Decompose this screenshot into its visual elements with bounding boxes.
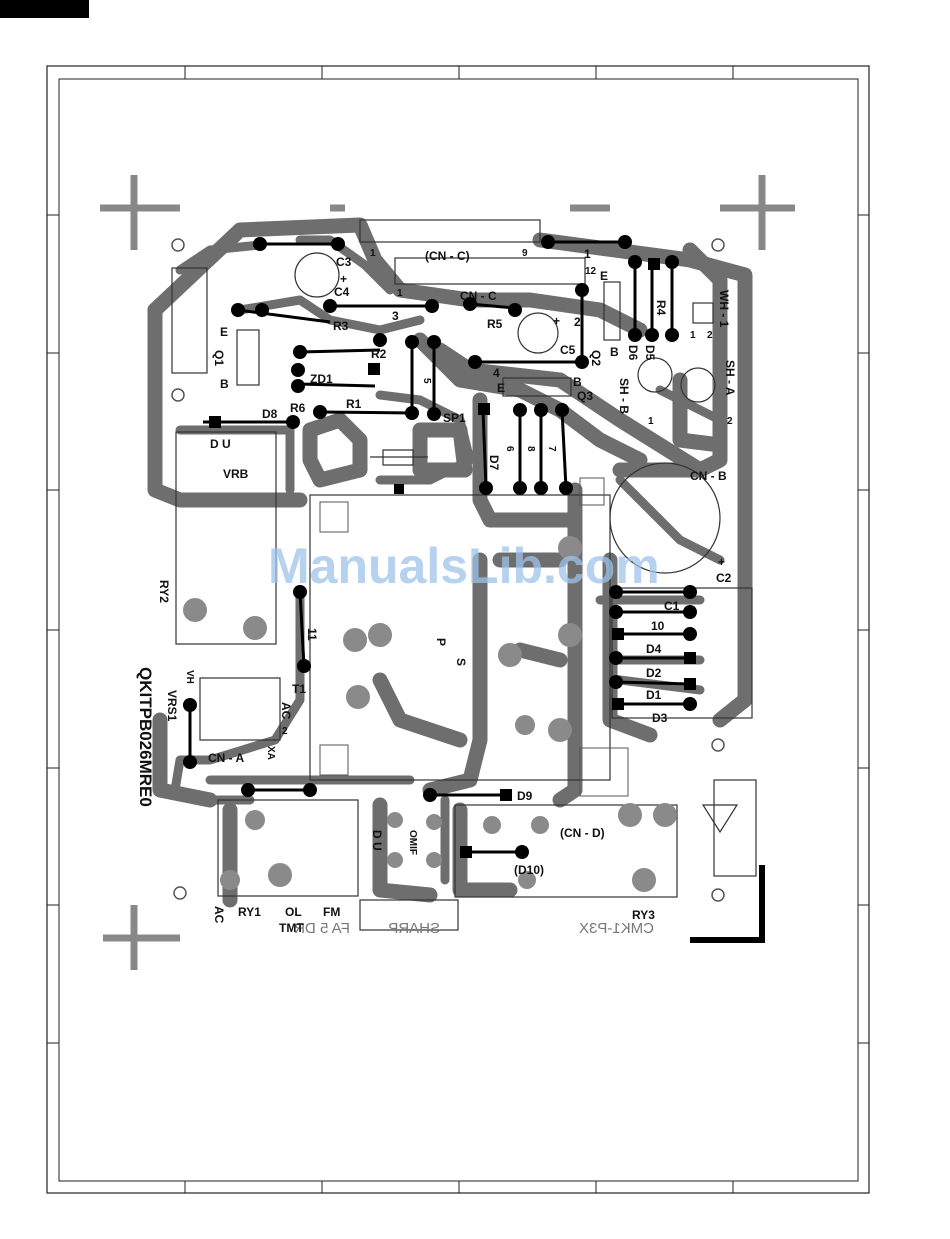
label-d2: D2 [646,666,662,680]
mirror-text-right: CMK1-P3X [579,920,654,937]
label-sh-b: SH - B [617,378,631,414]
label-vh: VH [184,670,195,684]
label-e-q2: E [600,269,608,283]
label-d7: D7 [487,455,501,471]
label-wh1-pin2: 2 [707,330,713,341]
label-r2: R2 [371,347,387,361]
label-r5: R5 [487,317,503,331]
label-b-q3: B [573,375,582,389]
label-r4: R4 [654,300,668,316]
label-c2-plus: + [718,555,725,569]
label-cn-c2: CN - C [460,289,497,303]
label-c4: C4 [334,285,350,299]
label-pin6: 6 [504,446,515,452]
label-pin8: 8 [525,446,536,452]
component-labels: (CN - C) 1 9 1 12 1 C3 + C4 CN - C R5 C5… [157,247,737,935]
label-e-q1: E [220,325,228,339]
label-q1: Q1 [212,350,226,366]
label-q3: Q3 [577,389,593,403]
label-vrs1: VRS1 [165,690,179,722]
large-pads [183,536,677,892]
label-d6: D6 [626,345,640,361]
label-r3: R3 [333,319,349,333]
label-pin3: 3 [392,309,399,323]
label-sh-a: SH - A [723,360,737,396]
label-ac: AC [212,906,226,924]
label-cn-b: CN - B [690,469,727,483]
solder-pads [183,235,697,859]
label-wh1: WH - 1 [717,290,731,328]
label-cn-c-pin1b: 1 [584,247,591,261]
label-zd1: ZD1 [310,372,333,386]
label-ac-t1: AC [279,702,293,720]
label-xa: XA [265,746,276,760]
crop-marks [100,175,795,970]
label-sp1: SP1 [443,411,466,425]
label-d-u: D U [210,437,231,451]
label-d-u2: D U [370,830,384,851]
mirror-text-center: SHARP [388,920,440,937]
label-d3: D3 [652,711,668,725]
label-d10: (D10) [514,863,544,877]
label-pin2: 2 [574,315,581,329]
board-code: QKITPB026MRE0 [136,667,155,807]
label-pin7: 7 [546,446,557,452]
drawing-frame [46,65,870,1194]
label-omif: OMIF [407,830,418,855]
label-cn-c-pin1c: 1 [397,288,403,299]
mounting-holes [171,238,725,902]
component-outlines [171,219,757,931]
label-wh1-pin1: 1 [690,330,696,341]
label-c2: C2 [716,571,732,585]
label-pin5: 5 [421,378,432,384]
label-r6: R6 [290,401,306,415]
label-d5: D5 [643,345,657,361]
mirror-text-left: FA 5 DR [294,920,350,937]
watermark: ManualsLib.com [268,538,660,594]
label-b-q1: B [220,377,229,391]
label-j10: 10 [651,619,665,633]
label-cn-d: (CN - D) [560,826,605,840]
label-c1: C1 [664,599,680,613]
label-ry2: RY2 [157,580,171,603]
label-d4: D4 [646,642,662,656]
label-p: P [434,638,448,646]
label-vrb: VRB [223,467,249,481]
label-c3-plus: + [340,272,347,286]
copper-traces [147,217,753,908]
label-d8: D8 [262,407,278,421]
label-ry1: RY1 [238,905,261,919]
label-b-q2: B [610,345,619,359]
label-cn-c-pin9: 9 [522,248,528,259]
label-r1: R1 [346,397,362,411]
label-c3: C3 [336,255,352,269]
label-d9: D9 [517,789,533,803]
label-c5-plus: + [553,314,560,328]
label-cn-c-pin1: 1 [370,248,376,259]
label-sh-pin2: 2 [727,416,733,427]
label-ac2: 2 [282,726,288,737]
label-c5: C5 [560,343,576,357]
label-t1: T1 [292,682,306,696]
label-cn-c-pin12: 12 [585,266,597,277]
label-cn-c: (CN - C) [425,249,470,263]
corner-bracket [690,865,765,943]
label-tmt: TMT [279,921,304,935]
label-d1: D1 [646,688,662,702]
label-cn-a: CN - A [208,751,245,765]
label-e-q3: E [497,381,505,395]
label-s: S [454,658,468,666]
corner-tab [0,0,89,18]
label-pin4: 4 [493,366,500,380]
label-fm: FM [323,905,340,919]
label-jumper11: 11 [305,628,319,641]
label-ol: OL [285,905,302,919]
label-sh-pin1: 1 [648,416,654,427]
label-ry3: RY3 [632,908,655,922]
label-q2: Q2 [589,350,603,366]
